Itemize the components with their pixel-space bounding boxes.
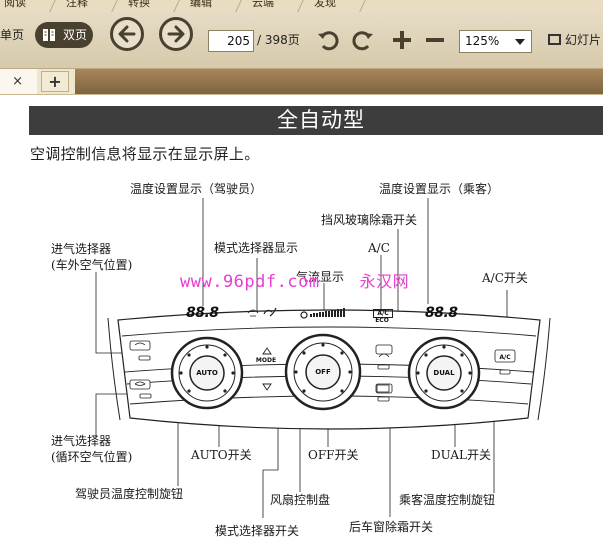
display-driver-temp: 88.8 xyxy=(186,305,219,321)
display-passenger-temp: 88.8 xyxy=(425,305,458,321)
intake-icons xyxy=(134,342,146,386)
menu-edit[interactable]: 编辑 xyxy=(190,0,212,9)
defrost-icon xyxy=(247,309,390,393)
airflow-display-bars xyxy=(310,308,345,317)
menu-cloud[interactable]: 云端 xyxy=(252,0,274,9)
label-intake-outside-2: (车外空气位置) xyxy=(51,258,133,272)
ac-button-label[interactable]: A/C xyxy=(499,354,511,361)
label-off-switch: OFF开关 xyxy=(308,448,359,462)
watermark-url: www.96pdf.com xyxy=(180,272,320,292)
page-total: / 398页 xyxy=(257,33,300,47)
intro-text: 空调控制信息将显示在显示屏上。 xyxy=(30,145,260,163)
zoom-select[interactable]: 125% xyxy=(459,30,532,53)
slideshow-button[interactable]: 幻灯片 xyxy=(548,31,601,48)
zoom-out-icon[interactable] xyxy=(423,28,447,52)
label-intake-outside-1: 进气选择器 xyxy=(51,242,112,256)
label-temp-passenger: 温度设置显示（乘客） xyxy=(379,182,500,196)
chevron-down-icon xyxy=(515,39,525,45)
menu-read[interactable]: 阅读 xyxy=(4,0,26,9)
screen-icon xyxy=(548,34,561,45)
label-temp-driver: 温度设置显示（驾驶员） xyxy=(130,182,263,196)
mode-label: MODE xyxy=(255,357,277,364)
arrow-right-icon xyxy=(167,25,185,43)
label-mode-display: 模式选择器显示 xyxy=(214,241,299,255)
knob-dots xyxy=(179,343,472,393)
mode-arrows[interactable] xyxy=(262,347,272,391)
watermark: www.96pdf.com 永汉网 xyxy=(180,268,409,292)
ac-indicator: A/C xyxy=(373,309,393,318)
section-title-text: 全自动型 xyxy=(277,108,365,132)
label-dual-switch: DUAL开关 xyxy=(431,448,492,462)
watermark-cn: 永汉网 xyxy=(359,272,410,291)
label-airflow-display: 气流显示 xyxy=(296,270,345,284)
auto-button-label[interactable]: AUTO xyxy=(196,369,218,377)
label-passenger-knob: 乘客温度控制旋钮 xyxy=(399,493,496,507)
fan-icon xyxy=(300,311,308,319)
menu-convert[interactable]: 转换 xyxy=(128,0,150,9)
next-page-button[interactable] xyxy=(159,17,193,51)
off-button-label[interactable]: OFF xyxy=(315,368,331,376)
tab-bar: × + xyxy=(0,69,603,95)
page-number-input[interactable]: 205 xyxy=(208,30,254,52)
label-mode-switch: 模式选择器开关 xyxy=(215,524,300,538)
label-ac-switch: A/C开关 xyxy=(482,271,528,285)
prev-page-button[interactable] xyxy=(110,17,144,51)
double-page-button[interactable]: 双页 xyxy=(35,22,93,48)
add-tab-button[interactable]: + xyxy=(41,71,69,92)
rotate-left-icon[interactable] xyxy=(316,28,340,52)
label-fan-dial: 风扇控制盘 xyxy=(270,493,331,507)
label-rear-defrost: 后车窗除霜开关 xyxy=(349,520,434,534)
single-page-button[interactable]: 单页 xyxy=(0,28,25,42)
rotate-right-icon[interactable] xyxy=(351,28,375,52)
eco-indicator: ECO xyxy=(375,317,389,324)
tab-strip xyxy=(75,69,603,94)
section-title: 全自动型 xyxy=(29,106,603,135)
menu-discover[interactable]: 发现 xyxy=(314,0,336,9)
double-page-label: 双页 xyxy=(63,28,88,42)
zoom-value: 125% xyxy=(465,34,500,48)
menu-annotate[interactable]: 注释 xyxy=(66,0,88,9)
side-buttons xyxy=(129,340,516,402)
zoom-in-icon[interactable] xyxy=(390,28,414,52)
label-intake-recirc-1: 进气选择器 xyxy=(51,434,112,448)
label-defrost-windshield: 挡风玻璃除霜开关 xyxy=(321,213,418,227)
label-ac: A/C xyxy=(368,241,390,255)
book-icon xyxy=(43,29,55,41)
dual-button-label[interactable]: DUAL xyxy=(433,369,455,377)
label-driver-knob: 驾驶员温度控制旋钮 xyxy=(75,487,184,501)
mode-person-icon xyxy=(263,307,277,317)
arrow-left-icon xyxy=(118,25,136,43)
close-tab-button[interactable]: × xyxy=(0,69,37,94)
slideshow-label: 幻灯片 xyxy=(565,33,602,47)
label-auto-switch: AUTO开关 xyxy=(191,448,252,462)
label-intake-recirc-2: (循环空气位置) xyxy=(51,450,133,464)
